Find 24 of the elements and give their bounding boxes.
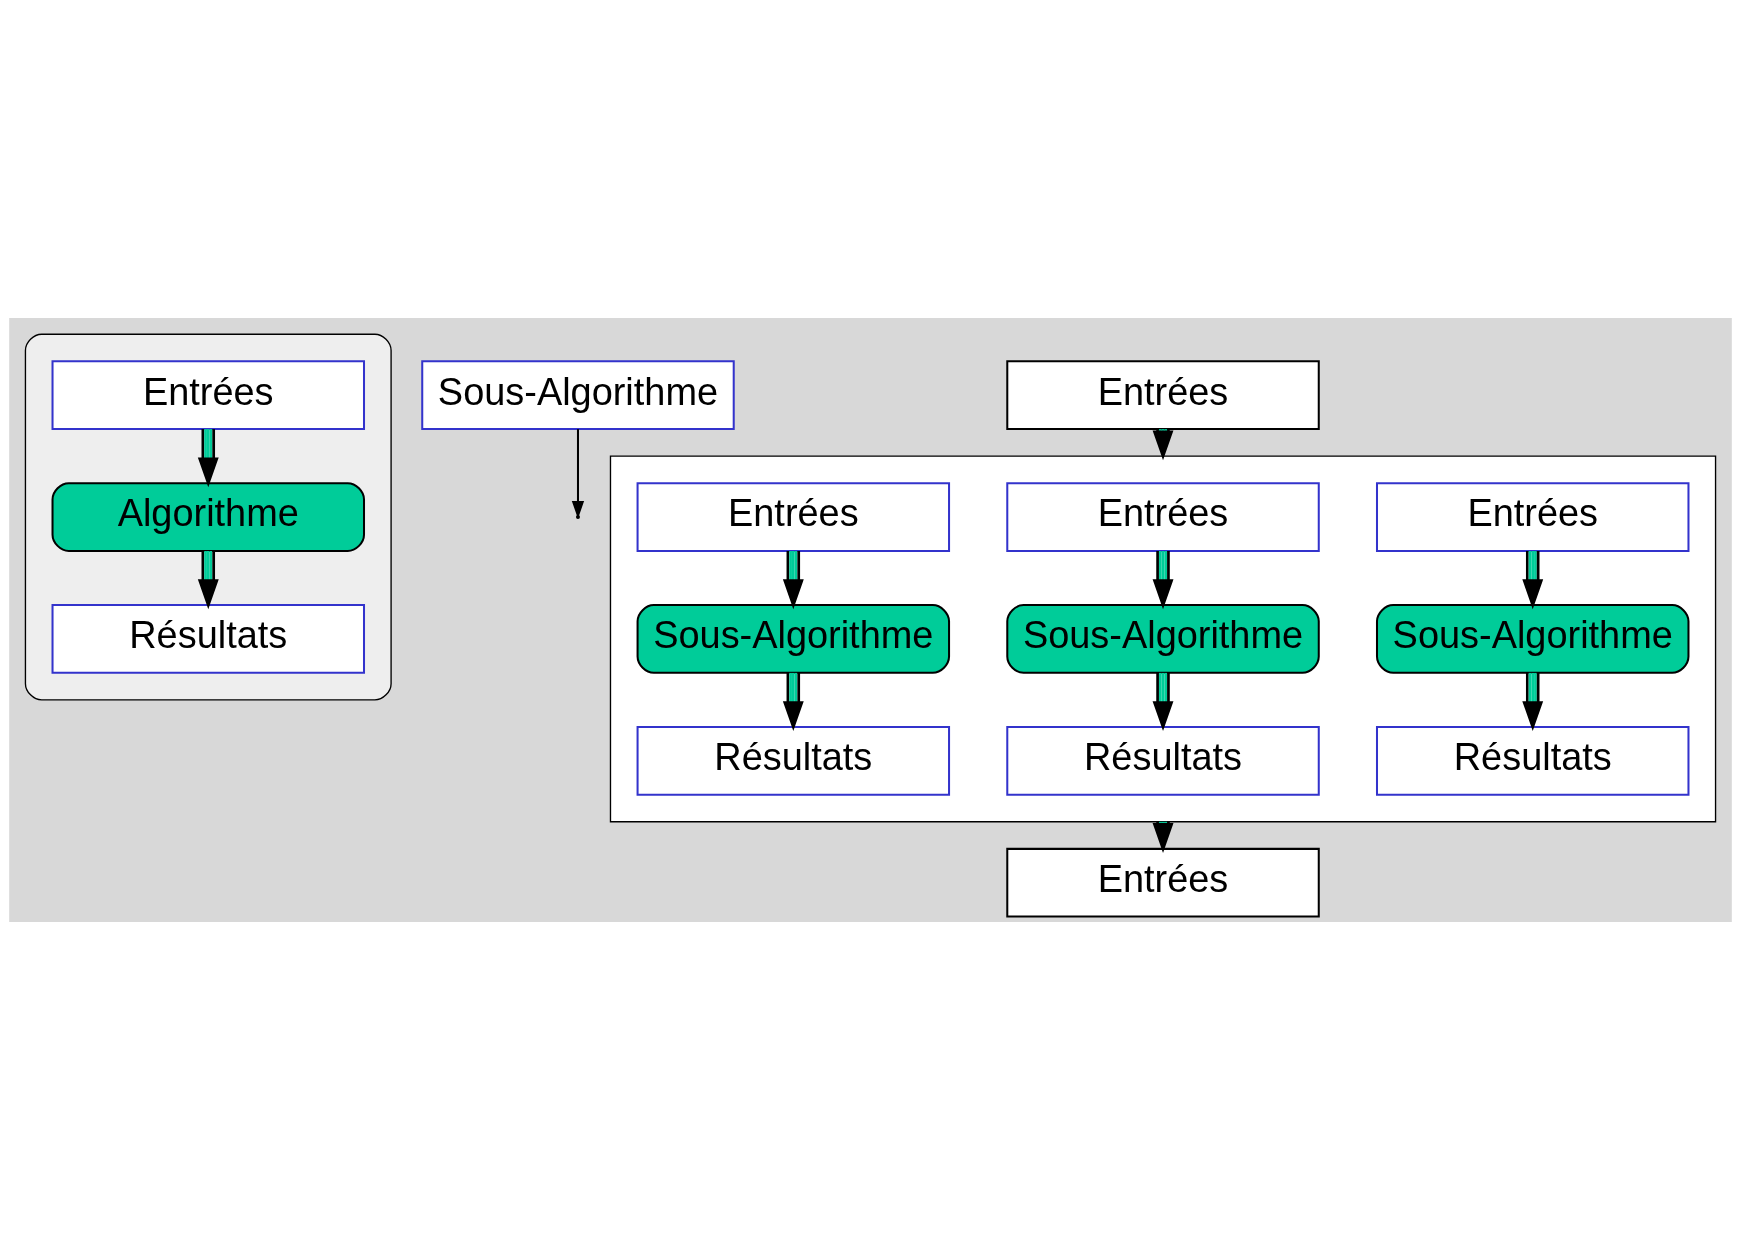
node-box: Entrées: [1375, 481, 1690, 552]
arrow: [782, 672, 804, 731]
node-box: Résultats: [636, 725, 951, 796]
node-box: Algorithme: [51, 481, 366, 552]
cluster: [24, 333, 392, 701]
node-box: Résultats: [51, 603, 366, 674]
node-box: Résultats: [1375, 725, 1690, 796]
arrow: [1522, 550, 1544, 609]
arrow: [1152, 672, 1174, 731]
arrow: [782, 550, 804, 609]
node-box: Sous-Algorithme: [636, 603, 951, 674]
node-box: Entrées: [51, 359, 366, 430]
arrow: [197, 550, 219, 609]
node-box: Sous-Algorithme: [1006, 603, 1320, 674]
node-box: Sous-Algorithme: [1375, 603, 1690, 674]
node-box: Entrées: [1006, 481, 1320, 552]
node-box: Sous-Algorithme: [421, 359, 735, 430]
node-box: Résultats: [1006, 725, 1320, 796]
node-box: Entrées: [636, 481, 951, 552]
arrow: [1522, 672, 1544, 731]
arrow: [197, 428, 219, 487]
node-box: Entrées: [1006, 847, 1320, 918]
arrow: [1152, 550, 1174, 609]
arrow: [571, 428, 585, 519]
